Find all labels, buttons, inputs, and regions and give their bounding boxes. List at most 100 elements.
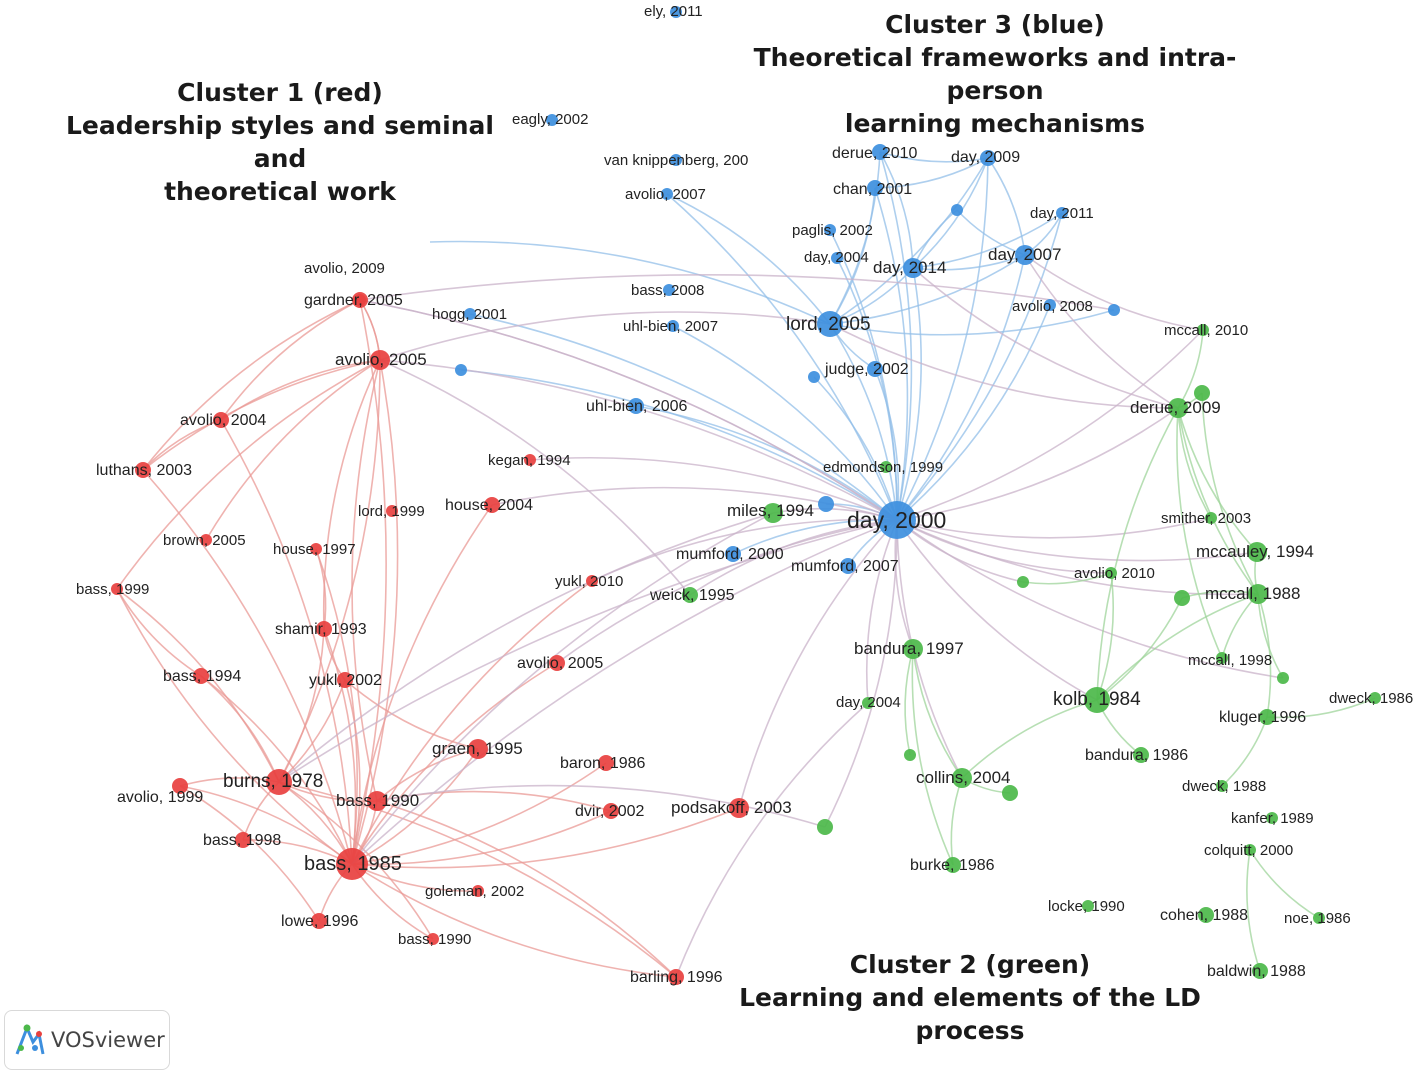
node-b-paglis2002[interactable] xyxy=(824,224,836,236)
node-r-bass1994[interactable] xyxy=(193,668,209,684)
node-r-dvir2002[interactable] xyxy=(603,803,619,819)
node-r-avolio2005b[interactable] xyxy=(549,655,565,671)
node-label-g-cohen1988[interactable]: cohen, 1988 xyxy=(1160,907,1248,924)
node-b-ely2011[interactable] xyxy=(670,6,682,18)
node-r-baron1986[interactable] xyxy=(598,755,614,771)
node-label-r-avolio2009[interactable]: avolio, 2009 xyxy=(304,260,385,277)
node-b-lord2005[interactable] xyxy=(817,311,843,337)
node-g-bandura1986[interactable] xyxy=(1133,747,1149,763)
node-label-b-avolio2008[interactable]: avolio, 2008 xyxy=(1012,298,1093,315)
node-g-bandura1997[interactable] xyxy=(903,639,923,659)
node-b-day2011[interactable] xyxy=(1056,207,1068,219)
node-label-g-bandura1986[interactable]: bandura, 1986 xyxy=(1085,747,1188,764)
node-r-yukl2002[interactable] xyxy=(337,672,353,688)
node-r-house1997[interactable] xyxy=(310,543,322,555)
node-g-weick1995[interactable] xyxy=(682,587,698,603)
node-r-avolio2004[interactable] xyxy=(213,412,229,428)
vosviewer-logo[interactable]: VOSviewer xyxy=(4,1010,170,1070)
node-b-avolio2008[interactable] xyxy=(1044,299,1056,311)
node-g-kolb1984[interactable] xyxy=(1084,687,1110,713)
node-label-b-day2004[interactable]: day, 2004 xyxy=(804,249,869,266)
node-label-r-bass1990b[interactable]: bass, 1990 xyxy=(398,931,471,948)
node-label-r-avolio1999[interactable]: avolio, 1999 xyxy=(117,789,203,806)
node-b-x2[interactable] xyxy=(951,204,963,216)
node-b-avolio2007[interactable] xyxy=(661,188,673,200)
node-label-r-bass1990[interactable]: bass, 1990 xyxy=(336,791,419,810)
node-label-g-derue2009[interactable]: derue, 2009 xyxy=(1130,398,1221,417)
node-r-burns1978[interactable] xyxy=(266,769,292,795)
node-label-b-day2009[interactable]: day, 2009 xyxy=(951,149,1020,166)
node-g-dweck1988[interactable] xyxy=(1216,780,1228,792)
node-label-b-eagly2002[interactable]: eagly, 2002 xyxy=(512,111,588,128)
node-b-uhlbien2006[interactable] xyxy=(628,398,644,414)
node-label-r-barling1996[interactable]: barling, 1996 xyxy=(630,969,723,986)
node-g-x4[interactable] xyxy=(1002,785,1018,801)
node-label-g-noe1986[interactable]: noe, 1986 xyxy=(1284,910,1351,927)
node-label-b-uhlbien2006[interactable]: uhl-bien, 2006 xyxy=(586,398,688,415)
node-b-uhlbien2007[interactable] xyxy=(667,320,679,332)
node-label-b-day2011[interactable]: day, 2011 xyxy=(1030,205,1094,222)
node-label-g-edmondson1999[interactable]: edmondson, 1999 xyxy=(823,459,943,476)
node-label-g-colquitt2000[interactable]: colquitt, 2000 xyxy=(1204,842,1293,859)
node-r-bass1990[interactable] xyxy=(367,791,387,811)
node-g-smither2003[interactable] xyxy=(1205,512,1217,524)
node-label-b-mumford2000[interactable]: mumford, 2000 xyxy=(676,546,784,563)
node-label-g-locke1990[interactable]: locke, 1990 xyxy=(1048,898,1125,915)
node-label-g-bandura1997[interactable]: bandura, 1997 xyxy=(854,639,964,658)
node-label-g-burke1986[interactable]: burke, 1986 xyxy=(910,857,995,874)
node-b-chan2001[interactable] xyxy=(867,180,883,196)
node-b-mumford2007[interactable] xyxy=(840,558,856,574)
node-label-g-dweck1986[interactable]: dweck, 1986 xyxy=(1329,690,1413,707)
node-g-avolio2010[interactable] xyxy=(1105,567,1117,579)
node-r-luthans2003[interactable] xyxy=(135,462,151,478)
node-label-g-baldwin1988[interactable]: baldwin, 1988 xyxy=(1207,963,1306,980)
node-label-r-avolio2004[interactable]: avolio, 2004 xyxy=(180,412,266,429)
node-b-day2014[interactable] xyxy=(903,258,923,278)
node-label-r-lowe1996[interactable]: lowe, 1996 xyxy=(281,913,358,930)
node-label-r-house2004[interactable]: house, 2004 xyxy=(445,497,533,514)
node-g-edmondson1999[interactable] xyxy=(880,461,892,473)
node-label-r-podsakoff2003[interactable]: podsakoff, 2003 xyxy=(671,798,792,817)
node-r-shamir1993[interactable] xyxy=(316,621,332,637)
node-label-b-uhlbien2007[interactable]: uhl-bien, 2007 xyxy=(623,318,718,335)
node-b-x4[interactable] xyxy=(818,496,834,512)
node-label-r-luthans2003[interactable]: luthans, 2003 xyxy=(96,462,192,479)
node-b-vankn[interactable] xyxy=(670,154,682,166)
node-label-r-dvir2002[interactable]: dvir, 2002 xyxy=(575,803,644,820)
node-r-house2004[interactable] xyxy=(484,497,500,513)
node-label-g-mccall1998[interactable]: mccall, 1998 xyxy=(1188,652,1272,669)
node-r-bass1990b[interactable] xyxy=(427,933,439,945)
node-g-x3[interactable] xyxy=(1174,590,1190,606)
node-b-x1[interactable] xyxy=(455,364,467,376)
node-b-eagly2002[interactable] xyxy=(546,114,558,126)
node-b-bass2008[interactable] xyxy=(663,284,675,296)
node-label-g-weick1995[interactable]: weick, 1995 xyxy=(649,587,735,604)
node-g-x5[interactable] xyxy=(1277,672,1289,684)
node-r-lord1999[interactable] xyxy=(386,505,398,517)
node-g-dweck1986[interactable] xyxy=(1369,692,1381,704)
node-label-b-mumford2007[interactable]: mumford, 2007 xyxy=(791,558,899,575)
node-g-mccall1988[interactable] xyxy=(1248,584,1268,604)
node-label-r-lord1999[interactable]: lord, 1999 xyxy=(358,503,425,520)
node-g-colquitt2000[interactable] xyxy=(1244,844,1256,856)
node-label-r-house1997[interactable]: house, 1997 xyxy=(273,541,356,558)
node-label-r-baron1986[interactable]: baron, 1986 xyxy=(560,755,646,772)
node-g-derue2009[interactable] xyxy=(1168,398,1188,418)
node-label-r-kegan1994[interactable]: kegan, 1994 xyxy=(488,452,571,469)
node-label-g-kluger1996[interactable]: kluger, 1996 xyxy=(1219,709,1306,726)
node-label-b-vankn[interactable]: van knippenberg, 200 xyxy=(604,152,748,169)
node-label-g-mccauley1994[interactable]: mccauley, 1994 xyxy=(1196,542,1314,561)
node-g-burke1986[interactable] xyxy=(945,857,961,873)
node-label-g-mccall1988[interactable]: mccall, 1988 xyxy=(1205,584,1300,603)
node-g-x6[interactable] xyxy=(1194,385,1210,401)
node-label-r-bass1998[interactable]: bass, 1998 xyxy=(203,832,281,849)
node-g-x1[interactable] xyxy=(904,749,916,761)
node-label-b-day2007[interactable]: day, 2007 xyxy=(988,245,1061,264)
node-g-x7[interactable] xyxy=(817,819,833,835)
node-b-day2004[interactable] xyxy=(831,252,843,264)
node-r-avolio1999[interactable] xyxy=(172,778,188,794)
node-r-avolio2005[interactable] xyxy=(370,350,390,370)
node-r-lowe1996[interactable] xyxy=(311,913,327,929)
node-g-day2004[interactable] xyxy=(862,697,874,709)
